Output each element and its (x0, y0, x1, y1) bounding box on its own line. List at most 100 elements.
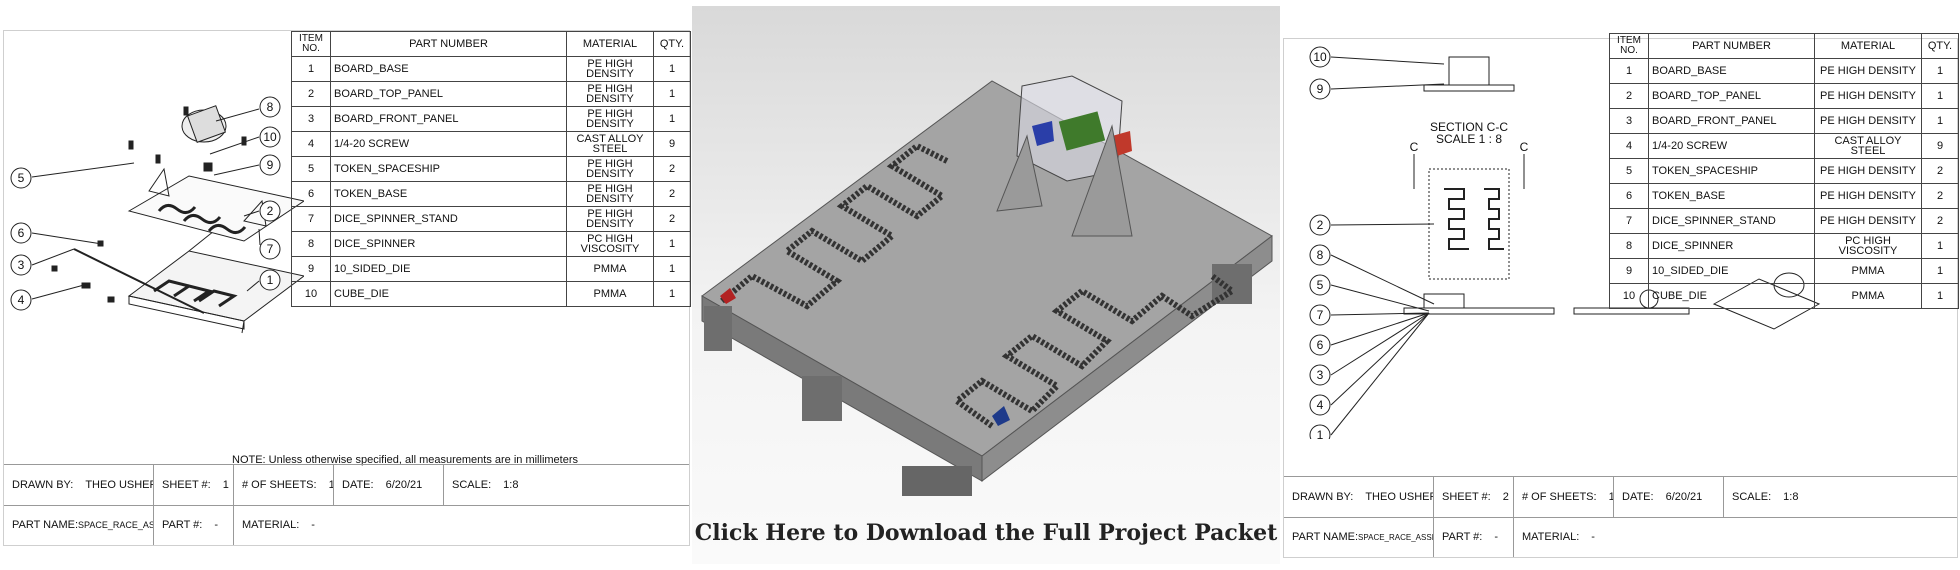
cell-material: PE HIGH DENSITY (566, 156, 654, 182)
table-header-row: ITEM NO. PART NUMBER MATERIAL QTY. (291, 31, 691, 57)
sheet-count-field: # OF SHEETS:12 (234, 465, 334, 505)
svg-text:C: C (1410, 140, 1419, 154)
part-no-field: PART #:- (154, 505, 234, 545)
material-field: MATERIAL:- (242, 519, 315, 531)
cell-qty: 1 (653, 106, 691, 132)
drawing-sheet-2: 10 9 2 8 5 7 6 3 4 1 SECTION C-C SCALE 1… (1283, 33, 1959, 558)
cell-qty: 1 (653, 231, 691, 257)
cell-material: PE HIGH DENSITY (1814, 183, 1922, 209)
cell-material: PE HIGH DENSITY (1814, 108, 1922, 134)
cell-part-number: BOARD_FRONT_PANEL (1648, 108, 1815, 134)
cell-item-no: 9 (1609, 258, 1649, 284)
svg-text:6: 6 (1317, 338, 1324, 352)
header-material: MATERIAL (1814, 33, 1922, 59)
cell-qty: 1 (653, 256, 691, 282)
cell-qty: 1 (1921, 83, 1959, 109)
svg-text:1: 1 (1317, 428, 1324, 439)
cell-part-number: BOARD_FRONT_PANEL (330, 106, 567, 132)
svg-text:3: 3 (18, 258, 25, 272)
cell-material: PC HIGH VISCOSITY (1814, 233, 1922, 259)
cell-qty: 1 (1921, 258, 1959, 284)
cell-item-no: 10 (291, 281, 331, 307)
cell-qty: 1 (1921, 58, 1959, 84)
part-name-field: PART NAME:SPACE_RACE_ASSEMBLY (1284, 517, 1434, 557)
cell-part-number: TOKEN_BASE (330, 181, 567, 207)
date-field: DATE:6/20/21 (1614, 477, 1724, 517)
download-project-packet-link[interactable]: Click Here to Download the Full Project … (694, 520, 1278, 546)
svg-text:6: 6 (18, 226, 25, 240)
exploded-view-drawing: 8 10 5 9 2 6 7 3 1 4 (10, 96, 304, 334)
cell-material: CAST ALLOY STEEL (1814, 133, 1922, 159)
cell-part-number: 1/4-20 SCREW (330, 131, 567, 157)
cell-material: PE HIGH DENSITY (566, 106, 654, 132)
header-material: MATERIAL (566, 31, 654, 57)
cell-qty: 1 (653, 81, 691, 107)
cell-item-no: 2 (1609, 83, 1649, 109)
svg-text:7: 7 (1317, 308, 1324, 322)
cell-qty: 9 (1921, 133, 1959, 159)
scale-field: SCALE:1:8 (452, 479, 519, 491)
cell-part-number: 10_SIDED_DIE (330, 256, 567, 282)
cell-part-number: BOARD_BASE (1648, 58, 1815, 84)
header-item-no: ITEM NO. (1609, 33, 1649, 59)
drawing-sheet-1: 8 10 5 9 2 6 7 3 1 4 ITEM NO. PART NUMBE… (3, 30, 691, 546)
cell-item-no: 5 (1609, 158, 1649, 184)
game-board-render (701, 75, 1273, 496)
cell-item-no: 9 (291, 256, 331, 282)
svg-text:4: 4 (1317, 398, 1324, 412)
svg-text:1: 1 (267, 273, 274, 287)
header-item-no: ITEM NO. (291, 31, 331, 57)
svg-text:3: 3 (1317, 368, 1324, 382)
svg-text:SECTION C-C: SECTION C-C (1430, 120, 1508, 134)
svg-text:8: 8 (267, 100, 274, 114)
date-field: DATE:6/20/21 (334, 465, 444, 505)
cell-material: PMMA (1814, 258, 1922, 284)
cell-part-number: CUBE_DIE (1648, 283, 1815, 309)
cell-item-no: 1 (1609, 58, 1649, 84)
svg-text:10: 10 (1313, 50, 1327, 64)
cell-part-number: BOARD_BASE (330, 56, 567, 82)
cell-part-number: CUBE_DIE (330, 281, 567, 307)
svg-text:4: 4 (18, 293, 25, 307)
cell-material: PMMA (566, 281, 654, 307)
cell-part-number: DICE_SPINNER (1648, 233, 1815, 259)
cell-material: PE HIGH DENSITY (566, 81, 654, 107)
cell-material: PE HIGH DENSITY (1814, 58, 1922, 84)
cell-qty: 2 (653, 206, 691, 232)
balloon-8 (259, 96, 281, 118)
cell-item-no: 8 (1609, 233, 1649, 259)
cell-material: PE HIGH DENSITY (1814, 208, 1922, 234)
cell-part-number: TOKEN_SPACESHIP (330, 156, 567, 182)
svg-text:5: 5 (1317, 278, 1324, 292)
cell-part-number: DICE_SPINNER_STAND (330, 206, 567, 232)
svg-text:8: 8 (1317, 248, 1324, 262)
cell-part-number: 1/4-20 SCREW (1648, 133, 1815, 159)
cell-qty: 1 (1921, 108, 1959, 134)
svg-text:2: 2 (267, 204, 274, 218)
svg-text:SCALE 1 : 8: SCALE 1 : 8 (1436, 132, 1502, 146)
cell-material: PE HIGH DENSITY (1814, 158, 1922, 184)
cell-part-number: DICE_SPINNER (330, 231, 567, 257)
header-part-number: PART NUMBER (330, 31, 567, 57)
cell-part-number: 10_SIDED_DIE (1648, 258, 1815, 284)
assembly-render-link[interactable]: Click Here to Download the Full Project … (692, 6, 1280, 564)
sheet-number-field: SHEET #:1 (154, 465, 234, 505)
cell-item-no: 4 (1609, 133, 1649, 159)
svg-text:9: 9 (267, 158, 274, 172)
title-block: DRAWN BY:THEO USHER SHEET #:1 # OF SHEET… (4, 464, 689, 545)
